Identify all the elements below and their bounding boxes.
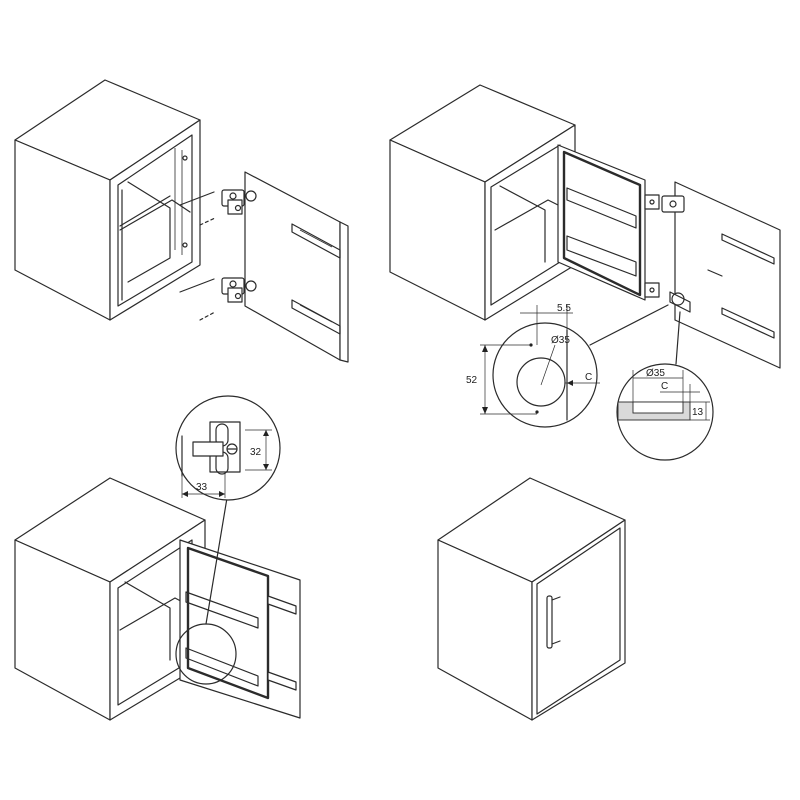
- open-door-2: [557, 144, 646, 301]
- dim-diameter-35-label-2: Ø35: [646, 368, 665, 379]
- cabinet-body-2: [389, 84, 576, 321]
- dim-13-label: 13: [692, 407, 704, 418]
- door-panel-2: [669, 181, 781, 369]
- dim-c-label-1: C: [585, 372, 592, 383]
- door-panel-1: [244, 171, 349, 363]
- screw-arrows-1: [179, 191, 216, 321]
- detail-cup-depth-section: Ø35 C 13: [616, 363, 714, 461]
- dim-5-5-label: 5.5: [557, 303, 571, 314]
- hinge-upper-1: [221, 189, 245, 215]
- dim-c-label-2: C: [661, 381, 668, 392]
- detail-cup-position: 5.5 Ø35 52 C: [466, 303, 600, 428]
- hinge-detached-2: [661, 195, 685, 213]
- cabinet-body-3: [14, 477, 206, 721]
- hinge-plates-2: [644, 194, 660, 298]
- step-1-hinge-mounting: [14, 79, 349, 363]
- open-door-3: [179, 539, 301, 719]
- step-2-cup-drilling: 5.5 Ø35 52 C Ø35 C: [389, 84, 781, 461]
- step-3-mounting-plate: 32 33: [14, 395, 301, 721]
- dim-33-label: 33: [196, 482, 208, 493]
- dim-diameter-35-label-1: Ø35: [551, 335, 570, 346]
- door-handle: [546, 595, 561, 649]
- hinge-lower-1: [221, 277, 245, 303]
- step-4-finished-cabinet: [437, 477, 626, 721]
- cabinet-body-1: [14, 79, 201, 321]
- dim-52-label: 52: [466, 375, 478, 386]
- dim-32-label: 32: [250, 447, 262, 458]
- detail-mounting-plate: 32 33: [175, 395, 281, 501]
